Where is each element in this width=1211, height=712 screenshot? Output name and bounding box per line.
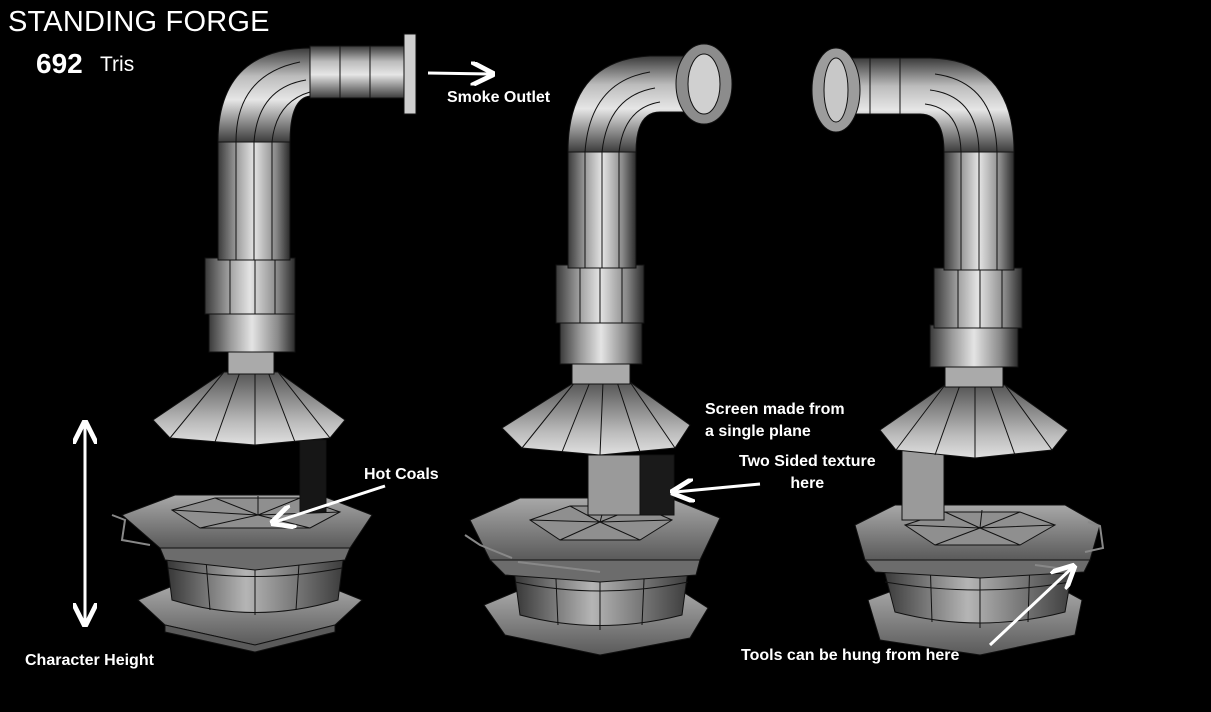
tools-label: Tools can be hung from here — [741, 647, 960, 664]
forge-smoke-outlet — [403, 33, 417, 115]
forge-front-view — [111, 33, 417, 653]
forge-horizontal-pipe — [309, 45, 407, 99]
hot-coals-label: Hot Coals — [364, 466, 439, 483]
character-height-label: Character Height — [25, 652, 154, 669]
triangle-count: 692 — [36, 48, 83, 79]
forge-elbow — [217, 47, 313, 143]
forge-hood — [501, 381, 691, 456]
forge-hood — [879, 384, 1069, 459]
forge-screen — [901, 447, 945, 521]
annotation-arrows — [85, 73, 1072, 647]
forge-elbow — [567, 55, 691, 153]
tools-arrow — [988, 568, 1072, 647]
screen-note-line2: a single plane — [705, 423, 811, 440]
forge-back-view — [811, 47, 1105, 656]
page-title: STANDING FORGE — [8, 6, 270, 38]
smoke-outlet-label: Smoke Outlet — [447, 89, 551, 106]
forge-collar-lower — [929, 324, 1019, 368]
forge-hood — [152, 371, 346, 446]
triangle-unit-label: Tris — [100, 53, 135, 76]
forge-collar-upper — [933, 267, 1023, 329]
forge-collar-upper — [204, 257, 296, 315]
hot-coals-arrow — [275, 484, 386, 522]
forge-screen — [299, 439, 327, 513]
forge-side-view — [464, 43, 733, 656]
two-sided-arrow — [675, 484, 761, 492]
screen-note-line1: Screen made from — [705, 401, 845, 418]
forge-elbow — [839, 57, 1015, 153]
forge-collar-lower — [208, 311, 296, 353]
two-sided-note-line1: Two Sided texture — [739, 453, 876, 470]
forge-collar-lower — [559, 319, 643, 365]
smoke-outlet-arrow — [427, 73, 490, 74]
two-sided-note-line2: here — [790, 475, 825, 492]
two-sided-note: Two Sided texture here — [739, 451, 876, 495]
screen-note: Screen made from a single plane — [705, 399, 845, 443]
